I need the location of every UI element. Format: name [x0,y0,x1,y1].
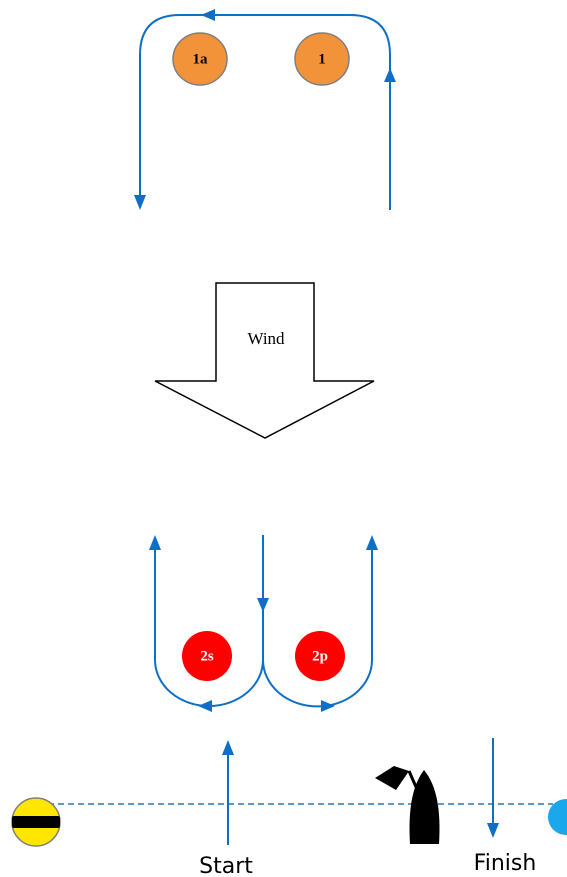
mark-2p-label: 2p [312,648,328,664]
wind-label: Wind [247,329,285,348]
start-arrowhead [222,740,234,755]
gate-port-arrowhead-bottom [321,700,335,712]
start-label: Start [199,854,253,877]
mark-2p: 2p [295,631,345,681]
finish-label: Finish [474,851,537,876]
mark-1a-label: 1a [193,51,209,67]
gate-starboard-arrowhead-bottom [198,700,212,712]
upwind-loop-arrowhead-right [384,68,396,82]
wind-arrow-icon: Wind [154,282,375,439]
upwind-loop-arrowhead-top [201,9,215,21]
gate-port-arrowhead-top [366,535,378,550]
upwind-loop-path [139,14,391,210]
committee-boat-icon [375,766,440,844]
mark-1a: 1a [172,32,228,86]
blue-buoy-icon [548,799,567,835]
yellow-buoy-icon [11,797,61,847]
mark-1: 1 [294,32,350,86]
mark-2s: 2s [182,631,232,681]
upwind-loop-arrowhead-left [134,195,146,210]
gate-port-rounding-path [262,545,373,708]
mark-2s-label: 2s [200,648,214,664]
mark-1-label: 1 [318,51,326,67]
gate-starboard-rounding-path [154,545,264,707]
gate-starboard-arrowhead-top [149,535,161,550]
finish-arrowhead [487,823,499,838]
gate-centre-arrowhead [257,598,269,612]
